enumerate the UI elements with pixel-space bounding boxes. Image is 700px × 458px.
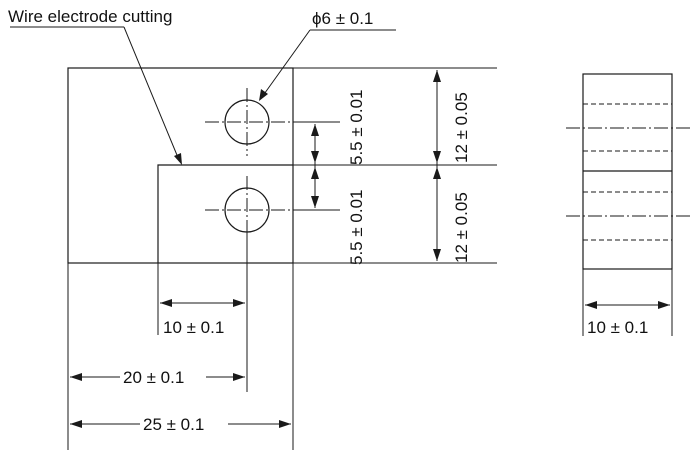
side-view: 10 ± 0.1 — [566, 73, 692, 337]
dim-upper-gap-label: 5.5 ± 0.01 — [347, 90, 366, 166]
hole-diameter-leader-slope — [261, 29, 311, 98]
dim-25-arrow-right — [279, 420, 291, 428]
wire-cut-leader-arrow — [174, 153, 182, 165]
dim-10-arrow-right — [233, 299, 245, 307]
gap-arrow-mid-down — [311, 167, 319, 179]
dim-side-width-label: 10 ± 0.1 — [587, 318, 648, 337]
height-arrow-mid-up — [433, 151, 441, 163]
dim-upper-height-label: 12 ± 0.05 — [452, 92, 471, 163]
front-view: Wire electrode cutting ϕ6 ± 0.1 5.5 ± 0.… — [8, 7, 497, 450]
height-arrow-top — [433, 70, 441, 82]
dim-overall-width-label: 25 ± 0.1 — [143, 415, 204, 434]
height-arrow-bottom — [433, 249, 441, 261]
dim-hole-offset-label: 10 ± 0.1 — [163, 318, 224, 337]
hole-diameter-arrow — [259, 89, 268, 101]
side-dim-arrow-left — [585, 301, 597, 309]
wire-cut-note: Wire electrode cutting — [8, 7, 172, 26]
dim-25-arrow-left — [70, 420, 82, 428]
dim-20-arrow-right — [233, 373, 245, 381]
hole-diameter-label: ϕ6 ± 0.1 — [312, 9, 373, 28]
dim-lower-height-label: 12 ± 0.05 — [452, 192, 471, 263]
dim-hole-x-label: 20 ± 0.1 — [123, 368, 184, 387]
gap-arrow-bottom — [311, 196, 319, 208]
dim-lower-gap-label: 5.5 ± 0.01 — [347, 190, 366, 266]
gap-arrow-top — [311, 124, 319, 136]
dim-20-arrow-left — [70, 373, 82, 381]
gap-arrow-mid-up — [311, 151, 319, 163]
side-dim-arrow-right — [658, 301, 670, 309]
dim-10-arrow-left — [160, 299, 172, 307]
wire-cut-slot — [157, 164, 293, 263]
height-arrow-mid-down — [433, 167, 441, 179]
wire-cut-leader-slope — [123, 26, 180, 161]
